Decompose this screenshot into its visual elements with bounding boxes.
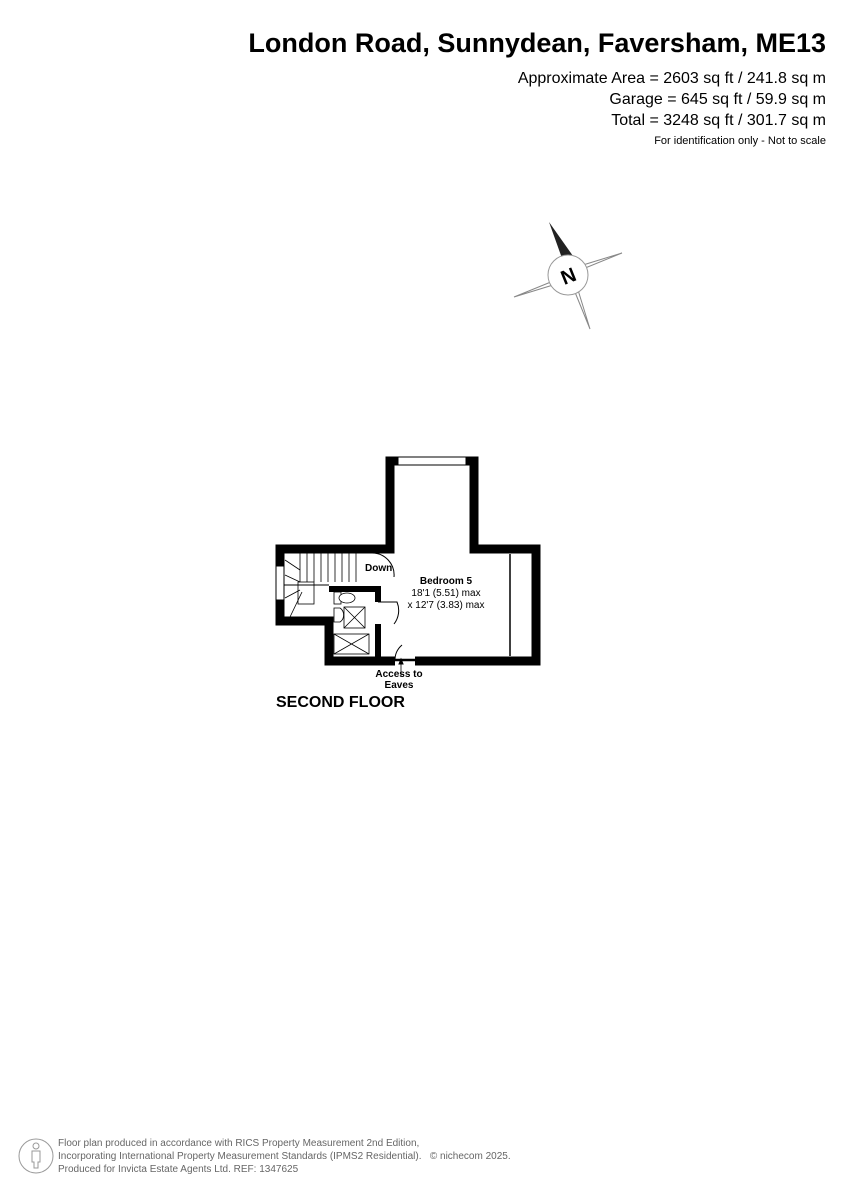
- room-dimension-2: x 12'7 (3.83) max: [407, 600, 485, 611]
- approximate-area: Approximate Area = 2603 sq ft / 241.8 sq…: [517, 70, 826, 87]
- access-to-eaves-label: Access to Eaves: [366, 669, 432, 691]
- footer-line-3: Produced for Invicta Estate Agents Ltd. …: [58, 1164, 299, 1175]
- total-area: Total = 3248 sq ft / 301.7 sq m: [611, 112, 826, 129]
- compass-north-icon: N: [513, 222, 623, 330]
- copyright: © nichecom 2025.: [429, 1151, 511, 1162]
- doors: [371, 552, 417, 676]
- scale-note: For identification only - Not to scale: [654, 135, 826, 147]
- footer-line-2-text: Incorporating International Property Mea…: [58, 1151, 422, 1162]
- footer-line-2: Incorporating International Property Mea…: [58, 1151, 511, 1162]
- stairs-down-label: Down: [365, 563, 393, 574]
- garage-area: Garage = 645 sq ft / 59.9 sq m: [609, 91, 826, 108]
- bathroom-fixtures: [333, 591, 370, 655]
- room-bedroom-5: Bedroom 5 18'1 (5.51) max x 12'7 (3.83) …: [400, 576, 492, 612]
- room-dimension-1: 18'1 (5.51) max: [411, 588, 481, 599]
- walls: [275, 456, 541, 666]
- floor-label: SECOND FLOOR: [276, 694, 405, 711]
- access-line-2: Eaves: [384, 680, 414, 691]
- property-title: London Road, Sunnydean, Faversham, ME13: [248, 28, 826, 58]
- access-line-1: Access to: [375, 669, 423, 680]
- footer-line-1: Floor plan produced in accordance with R…: [58, 1138, 420, 1149]
- room-name: Bedroom 5: [419, 576, 473, 587]
- staircase: [284, 553, 357, 618]
